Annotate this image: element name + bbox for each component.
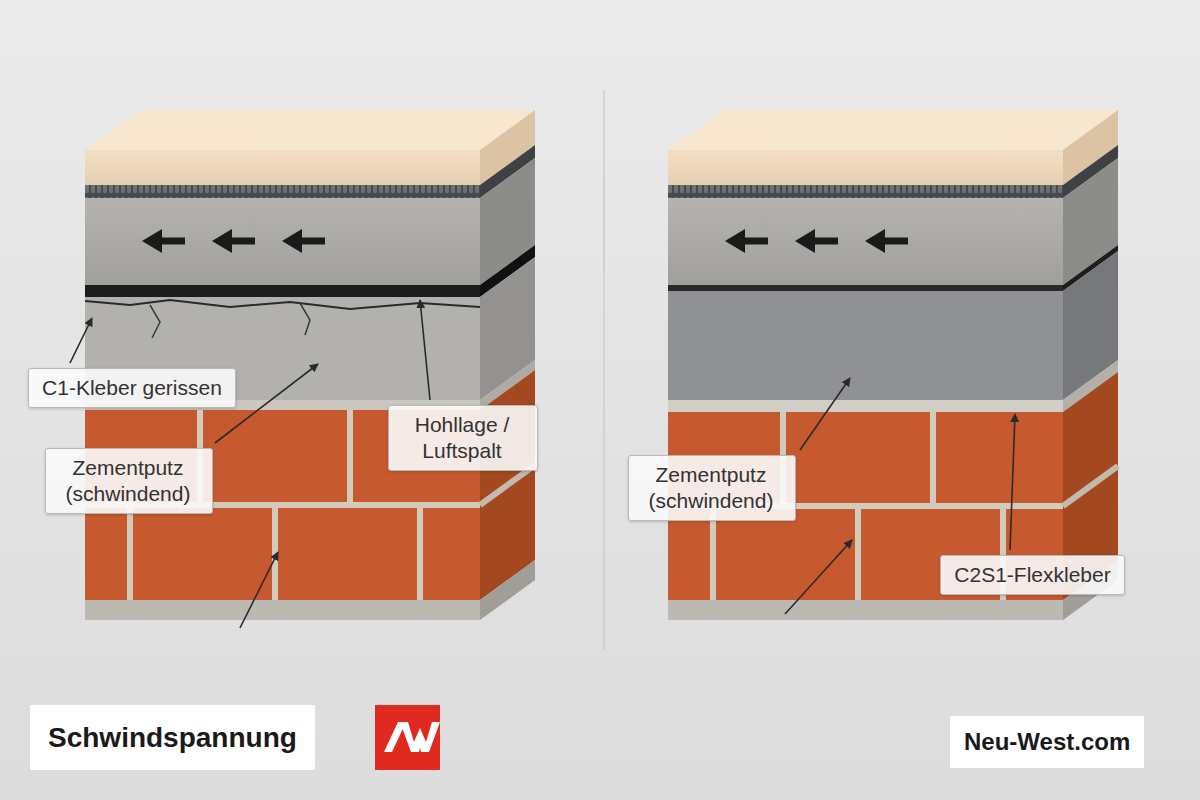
leader-line bbox=[800, 378, 850, 450]
brick-joint bbox=[417, 505, 423, 600]
diagram-title: Schwindspannung bbox=[30, 705, 315, 770]
stress-arrow bbox=[298, 238, 325, 245]
brick-joint bbox=[1063, 466, 1118, 506]
callout-label: Hohllage / Luftspalt bbox=[401, 412, 523, 464]
stress-arrow bbox=[158, 238, 185, 245]
tile-top bbox=[85, 110, 535, 150]
screed-front bbox=[668, 198, 1063, 285]
brick-joint bbox=[480, 465, 535, 505]
leader-line bbox=[70, 318, 92, 363]
stress-arrow bbox=[282, 229, 302, 253]
callout-box: C2S1-Flexkleber bbox=[940, 555, 1125, 595]
base-mortar bbox=[85, 600, 480, 620]
logo bbox=[375, 705, 440, 770]
leader-line bbox=[240, 552, 278, 628]
callout-label: Zementputz (schwindend) bbox=[58, 455, 198, 507]
stress-arrow bbox=[881, 238, 908, 245]
tile-front bbox=[85, 150, 480, 185]
leader-line bbox=[1010, 414, 1015, 550]
callout-label: Zementputz (schwindend) bbox=[641, 462, 781, 514]
callout-label: C2S1-Flexkleber bbox=[953, 562, 1112, 588]
leader-line bbox=[420, 300, 430, 400]
crack-line bbox=[300, 303, 310, 335]
adhesive-layer bbox=[85, 185, 480, 198]
brick-joint bbox=[347, 410, 353, 505]
callout-box: Zementputz (schwindend) bbox=[45, 448, 213, 514]
divider-line bbox=[603, 90, 605, 650]
stress-arrow bbox=[725, 229, 745, 253]
leader-line bbox=[785, 540, 852, 614]
logo-mark bbox=[400, 722, 440, 752]
base-mortar bbox=[668, 600, 1063, 620]
left-block bbox=[85, 110, 535, 620]
right-block bbox=[668, 110, 1118, 620]
brick-joint bbox=[855, 506, 861, 600]
base-mortar-side bbox=[480, 560, 535, 620]
plaster-front bbox=[668, 291, 1063, 400]
stress-arrow bbox=[795, 229, 815, 253]
stress-arrow bbox=[142, 229, 162, 253]
brick-joint bbox=[127, 505, 133, 600]
screed-front bbox=[85, 198, 480, 285]
stress-arrow bbox=[212, 229, 232, 253]
callout-box: Zementputz (schwindend) bbox=[628, 455, 796, 521]
stress-arrow bbox=[228, 238, 255, 245]
tile-front bbox=[668, 150, 1063, 185]
stress-arrow bbox=[865, 229, 885, 253]
logo-square bbox=[375, 705, 440, 770]
brick-joint bbox=[930, 412, 936, 506]
stress-arrow bbox=[811, 238, 838, 245]
site-label: Neu-West.com bbox=[950, 716, 1144, 768]
thin-gap bbox=[668, 285, 1063, 291]
adhesive-layer bbox=[668, 185, 1063, 198]
air-gap bbox=[85, 285, 480, 297]
callout-box: Hohllage / Luftspalt bbox=[388, 405, 538, 471]
callout-label: C1-Kleber gerissen bbox=[41, 375, 223, 401]
stress-arrow bbox=[741, 238, 768, 245]
flex-adhesive bbox=[668, 400, 1063, 412]
tile-top bbox=[668, 110, 1118, 150]
crack-line bbox=[150, 305, 160, 338]
callout-box: C1-Kleber gerissen bbox=[28, 368, 236, 408]
